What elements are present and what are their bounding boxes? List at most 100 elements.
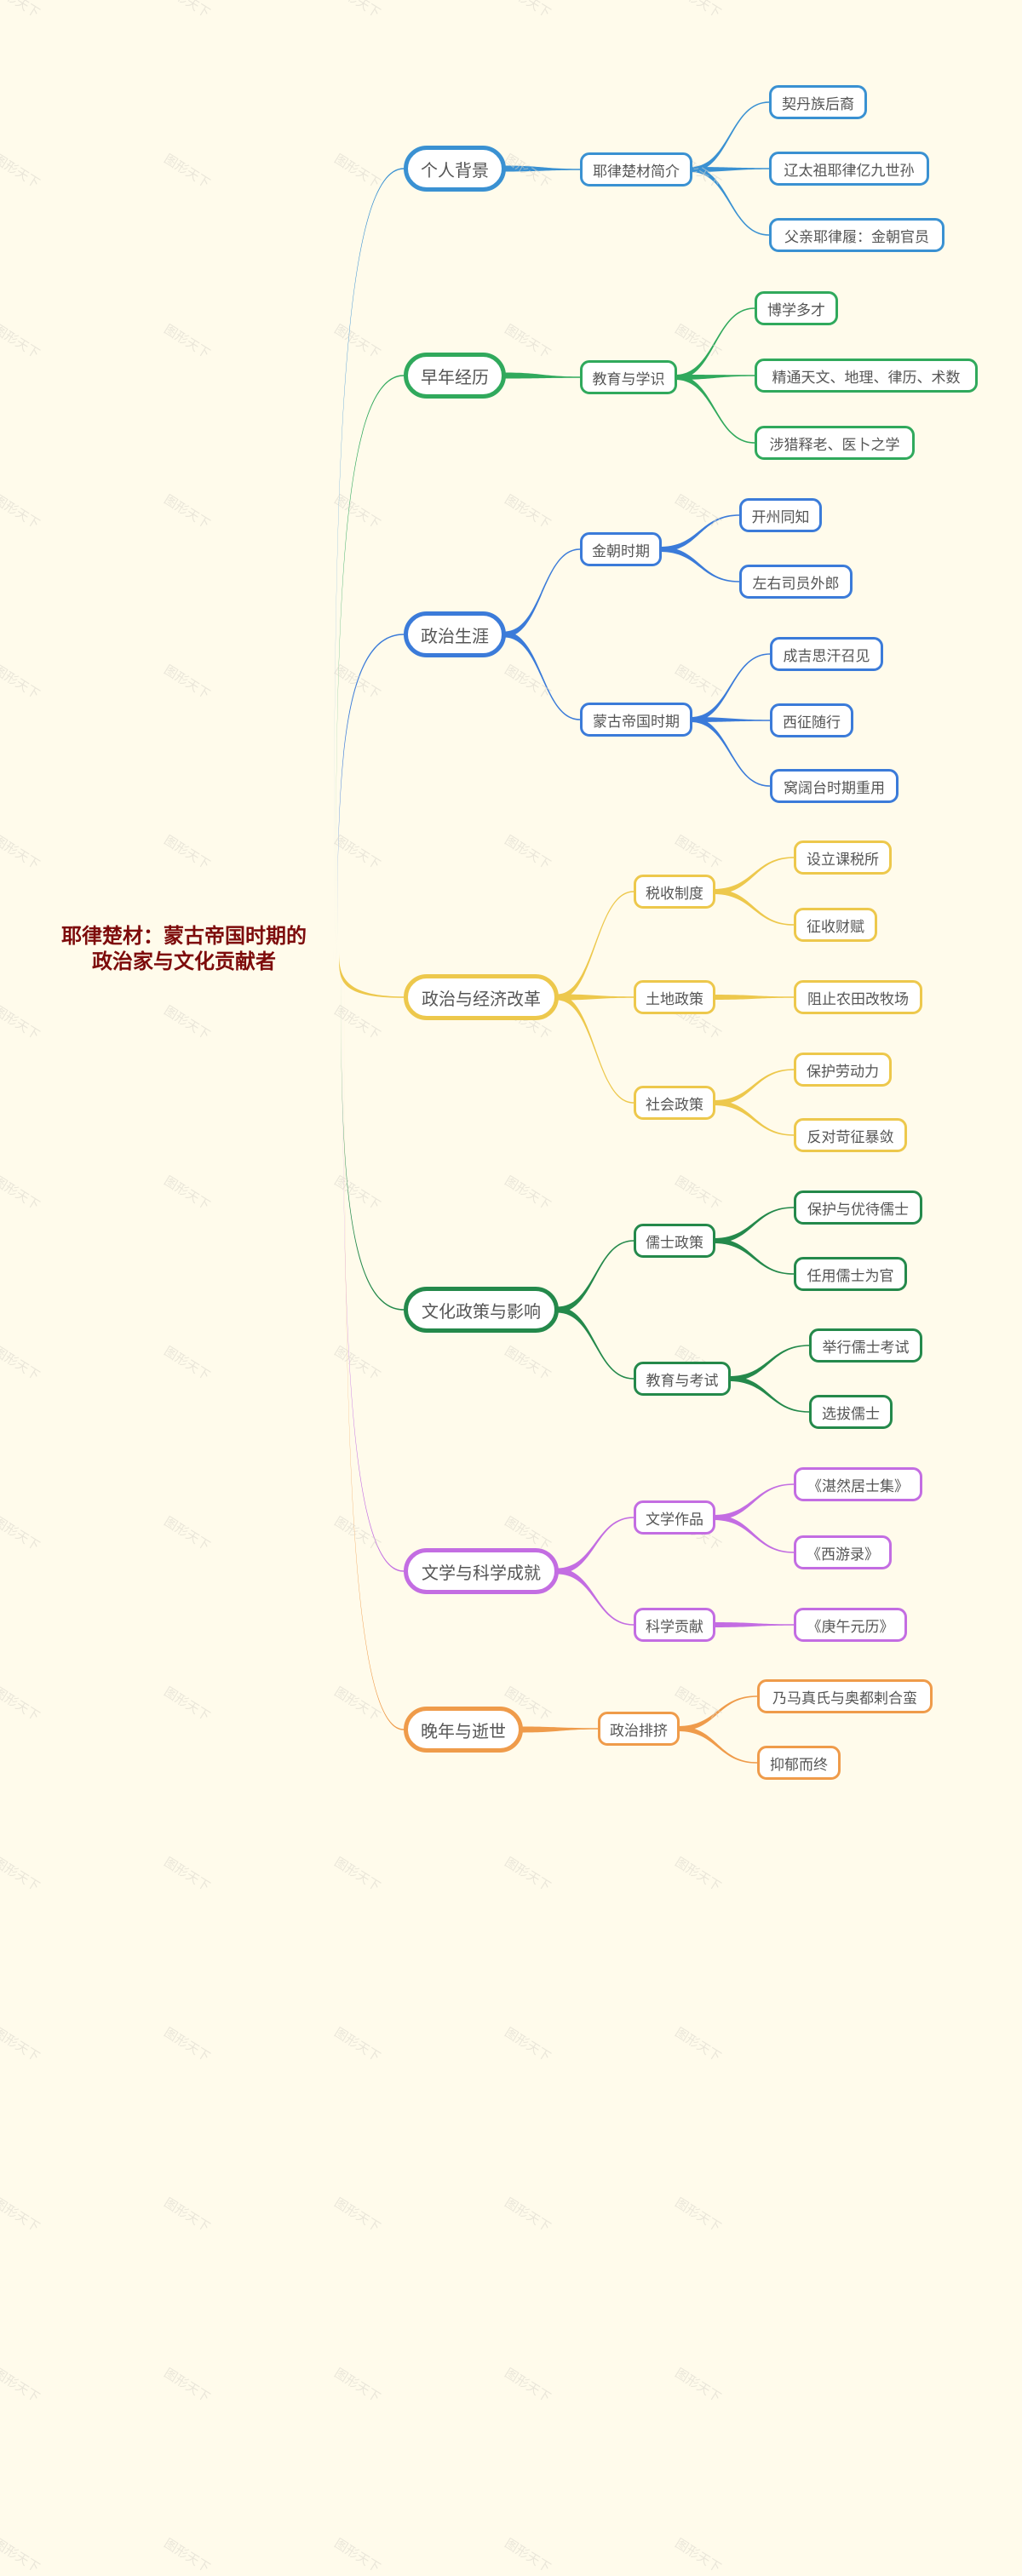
leaf-revenue-collection[interactable]: 征收财赋: [794, 908, 877, 942]
watermark-text: 图形天下: [331, 2535, 383, 2576]
leaf-farmland-protection[interactable]: 阻止农田改牧场: [794, 980, 922, 1014]
subtopic-label: 土地政策: [646, 990, 703, 1008]
connector: [714, 1069, 794, 1105]
connector: [557, 1240, 634, 1313]
subtopic-biography[interactable]: 耶律楚材简介: [580, 152, 692, 186]
subtopic-scientific-contribution[interactable]: 科学贡献: [634, 1608, 715, 1642]
watermark-text: 图形天下: [161, 2024, 213, 2065]
subtopic-mongol-empire[interactable]: 蒙古帝国时期: [580, 703, 692, 737]
subtopic-jin-dynasty[interactable]: 金朝时期: [580, 532, 662, 566]
subtopic-label: 教育与学识: [592, 370, 665, 388]
leaf-label: 左右司员外郎: [752, 575, 840, 593]
leaf-label: 设立课税所: [807, 851, 879, 869]
branch-literary-scientific[interactable]: 文学与科学成就: [404, 1548, 559, 1594]
branch-cultural-policy[interactable]: 文化政策与影响: [404, 1287, 559, 1333]
connector: [691, 653, 770, 722]
branch-label: 政治与经济改革: [422, 988, 541, 1009]
leaf-zhanran-collection[interactable]: 《湛然居士集》: [794, 1467, 922, 1501]
watermark-text: 图形天下: [502, 2194, 554, 2235]
connector: [341, 951, 404, 1311]
subtopic-land-policy[interactable]: 土地政策: [634, 980, 715, 1014]
connector: [521, 1726, 598, 1733]
branch-label: 个人背景: [421, 159, 489, 181]
subtopic-literary-works[interactable]: 文学作品: [634, 1500, 715, 1535]
leaf-label: 反对苛征暴敛: [807, 1128, 894, 1146]
connector: [678, 1695, 757, 1731]
connector: [714, 1515, 794, 1553]
connector: [714, 1207, 794, 1243]
connector: [660, 547, 739, 582]
branch-label: 晚年与逝世: [421, 1720, 506, 1741]
watermark-text: 图形天下: [672, 2194, 724, 2235]
subtopic-political-exclusion[interactable]: 政治排挤: [598, 1712, 680, 1746]
connector: [714, 889, 794, 926]
leaf-naimazhen-opposition[interactable]: 乃马真氏与奥都剌合蛮: [757, 1679, 933, 1713]
connector: [714, 857, 794, 894]
leaf-label: 成吉思汗召见: [783, 647, 870, 665]
root-topic[interactable]: 耶律楚材：蒙古帝国时期的 政治家与文化贡献者: [34, 923, 334, 974]
leaf-yuanwailang[interactable]: 左右司员外郎: [739, 565, 853, 599]
leaf-died-in-depression[interactable]: 抑郁而终: [757, 1746, 841, 1780]
watermark-text: 图形天下: [672, 2365, 724, 2406]
connector: [557, 1517, 634, 1575]
connector: [691, 717, 770, 787]
leaf-appoint-confucians[interactable]: 任用儒士为官: [794, 1257, 907, 1291]
branch-political-economic-reform[interactable]: 政治与经济改革: [404, 974, 559, 1020]
watermark-text: 图形天下: [672, 2024, 724, 2065]
subtopic-confucian-policy[interactable]: 儒士政策: [634, 1224, 715, 1258]
connector: [504, 165, 580, 172]
leaf-label: 任用儒士为官: [807, 1267, 894, 1285]
leaf-erudite[interactable]: 博学多才: [755, 291, 838, 325]
leaf-gengwu-calendar[interactable]: 《庚午元历》: [794, 1608, 907, 1642]
watermark-text: 图形天下: [331, 2024, 383, 2065]
connector: [504, 631, 580, 720]
branch-label: 文学与科学成就: [422, 1562, 541, 1583]
leaf-ogedei-era[interactable]: 窝阔台时期重用: [770, 769, 899, 803]
watermark-text: 图形天下: [0, 2365, 43, 2406]
connector: [342, 951, 404, 1572]
leaf-western-expedition[interactable]: 西征随行: [770, 703, 853, 737]
connector-lines: [334, 101, 809, 1764]
subtopic-social-policy[interactable]: 社会政策: [634, 1086, 715, 1120]
leaf-genghis-summons[interactable]: 成吉思汗召见: [770, 637, 883, 671]
leaf-buddhism-taoism-medicine[interactable]: 涉猎释老、医卜之学: [755, 426, 915, 460]
leaf-father-yelu-lu[interactable]: 父亲耶律履：金朝官员: [769, 218, 944, 252]
branch-later-years[interactable]: 晚年与逝世: [404, 1707, 523, 1753]
subtopic-education[interactable]: 教育与学识: [580, 360, 677, 394]
leaf-khitan-descendant[interactable]: 契丹族后裔: [769, 85, 867, 119]
leaf-protect-confucians[interactable]: 保护与优待儒士: [794, 1190, 922, 1225]
branch-label: 政治生涯: [421, 625, 489, 646]
connector: [691, 101, 769, 172]
leaf-oppose-heavy-taxes[interactable]: 反对苛征暴敛: [794, 1118, 907, 1152]
connector: [714, 1622, 794, 1627]
connector: [344, 951, 404, 1730]
subtopic-education-exams[interactable]: 教育与考试: [634, 1362, 731, 1396]
root-title-line1: 耶律楚材：蒙古帝国时期的: [61, 924, 307, 948]
leaf-select-scholars[interactable]: 选拔儒士: [809, 1395, 893, 1429]
leaf-label: 辽太祖耶律亿九世孙: [784, 162, 915, 180]
subtopic-label: 税收制度: [646, 885, 703, 903]
leaf-label: 西征随行: [783, 714, 841, 731]
branch-personal-background[interactable]: 个人背景: [404, 146, 506, 192]
branch-political-career[interactable]: 政治生涯: [404, 611, 506, 657]
leaf-astronomy-geography[interactable]: 精通天文、地理、律历、术数: [755, 359, 978, 393]
leaf-xiyou-lu[interactable]: 《西游录》: [794, 1535, 892, 1569]
leaf-confucian-exams[interactable]: 举行儒士考试: [809, 1328, 922, 1363]
connector: [678, 1726, 757, 1764]
leaf-labor-protection[interactable]: 保护劳动力: [794, 1053, 892, 1087]
mindmap-canvas: 图形天下图形天下图形天下图形天下图形天下图形天下图形天下图形天下图形天下图形天下…: [0, 0, 978, 2575]
branch-label: 文化政策与影响: [422, 1300, 541, 1322]
connector: [334, 168, 404, 960]
subtopic-tax-system[interactable]: 税收制度: [634, 875, 715, 909]
leaf-liao-founder-descendant[interactable]: 辽太祖耶律亿九世孙: [769, 152, 929, 186]
subtopic-label: 科学贡献: [646, 1618, 703, 1636]
leaf-label: 乃马真氏与奥都剌合蛮: [772, 1690, 917, 1707]
watermark-text: 图形天下: [0, 2024, 43, 2065]
leaf-tax-bureau[interactable]: 设立课税所: [794, 840, 892, 875]
root-title-line2: 政治家与文化贡献者: [92, 950, 276, 973]
branch-early-life[interactable]: 早年经历: [404, 353, 506, 399]
leaf-label: 《庚午元历》: [807, 1618, 894, 1636]
watermark-text: 图形天下: [0, 2535, 43, 2576]
leaf-label: 父亲耶律履：金朝官员: [784, 228, 929, 246]
leaf-kaizhou-tongzhi[interactable]: 开州同知: [739, 498, 822, 532]
